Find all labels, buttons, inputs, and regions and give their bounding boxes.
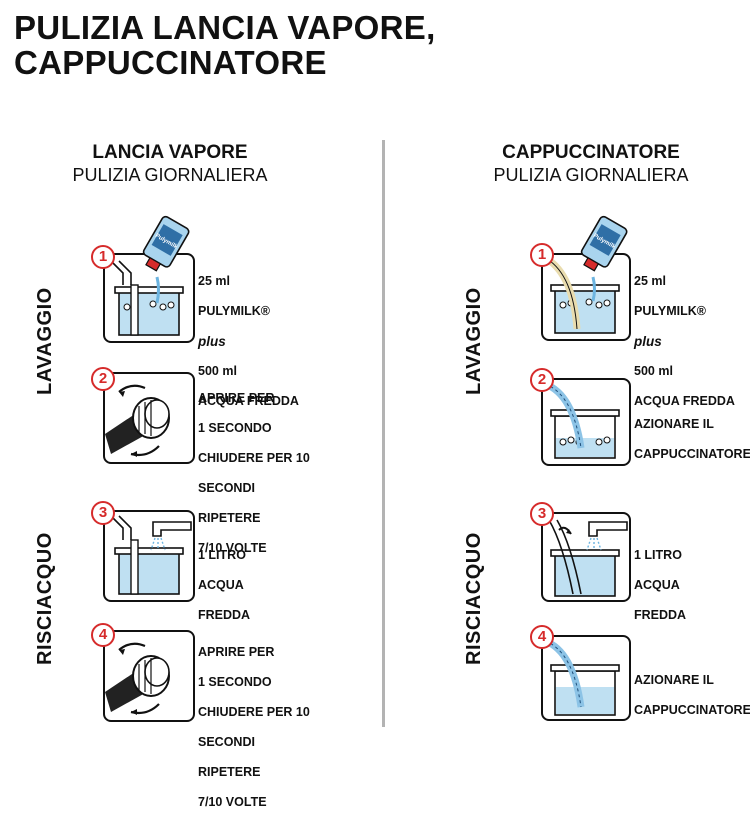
right-section-wash: LAVAGGIO — [463, 287, 485, 395]
page-title: PULIZIA LANCIA VAPORE, CAPPUCCINATORE — [14, 10, 436, 80]
right-step-4-illustration — [541, 635, 631, 721]
pulymilk-bottle-icon: Pulymilk — [142, 215, 190, 272]
column-divider — [382, 140, 385, 727]
pulymilk-bottle-icon: Pulymilk — [580, 215, 628, 272]
steam-wand-cup-icon — [110, 260, 184, 336]
left-step-3-illustration — [103, 510, 195, 602]
left-step-3-number: 3 — [91, 501, 115, 525]
right-step-1-illustration — [541, 253, 631, 341]
left-step-2-illustration — [103, 372, 195, 464]
right-step-2-text: AZIONARE IL CAPPUCCINATORE — [634, 417, 750, 461]
left-step-1-illustration — [103, 253, 195, 343]
cappuccinatore-cup-icon — [545, 256, 620, 334]
right-subheading: PULIZIA GIORNALIERA — [493, 165, 689, 185]
right-step-1-number: 1 — [530, 243, 554, 267]
cappuccinatore-tube-cup-icon — [543, 637, 620, 716]
right-step-4-text: AZIONARE IL CAPPUCCINATORE — [634, 673, 750, 717]
steam-knob-icon — [105, 642, 170, 715]
right-step-3-illustration — [541, 512, 631, 602]
rinse-cup-faucet-icon — [110, 515, 192, 595]
rinse-tube-faucet-icon — [548, 519, 628, 597]
right-heading: CAPPUCCINATORE — [502, 142, 680, 163]
right-step-3-text: 1 LITRO ACQUA FREDDA — [634, 548, 687, 622]
right-step-2-number: 2 — [530, 368, 554, 392]
left-step-2-text: APRIRE PER 1 SECONDO CHIUDERE PER 10 SEC… — [198, 391, 310, 555]
left-column-heading: LANCIA VAPORE PULIZIA GIORNALIERA — [5, 142, 335, 186]
right-step-3-number: 3 — [530, 502, 554, 526]
right-step-4-number: 4 — [530, 625, 554, 649]
left-step-1-number: 1 — [91, 245, 115, 269]
title-line-2: CAPPUCCINATORE — [14, 44, 327, 81]
left-section-rinse: RISCIACQUO — [34, 532, 56, 665]
left-step-2-number: 2 — [91, 367, 115, 391]
left-heading: LANCIA VAPORE — [92, 142, 248, 163]
left-step-4-illustration — [103, 630, 195, 722]
left-step-3-text: 1 LITRO ACQUA FREDDA — [198, 548, 251, 622]
left-step-4-number: 4 — [91, 623, 115, 647]
left-subheading: PULIZIA GIORNALIERA — [72, 165, 268, 185]
cappuccinatore-tube-cup-icon — [543, 380, 620, 459]
right-step-1-text: 25 ml PULYMILK® plus 500 ml ACQUA FREDDA — [634, 274, 735, 408]
left-section-wash: LAVAGGIO — [34, 287, 56, 395]
left-step-4-text: APRIRE PER 1 SECONDO CHIUDERE PER 10 SEC… — [198, 645, 310, 809]
right-section-rinse: RISCIACQUO — [463, 532, 485, 665]
right-step-2-illustration — [541, 378, 631, 466]
title-line-1: PULIZIA LANCIA VAPORE, — [14, 9, 436, 46]
right-column-heading: CAPPUCCINATORE PULIZIA GIORNALIERA — [426, 142, 750, 186]
steam-knob-icon — [105, 384, 170, 457]
left-step-1-text: 25 ml PULYMILK® plus 500 ml ACQUA FREDDA — [198, 274, 299, 408]
